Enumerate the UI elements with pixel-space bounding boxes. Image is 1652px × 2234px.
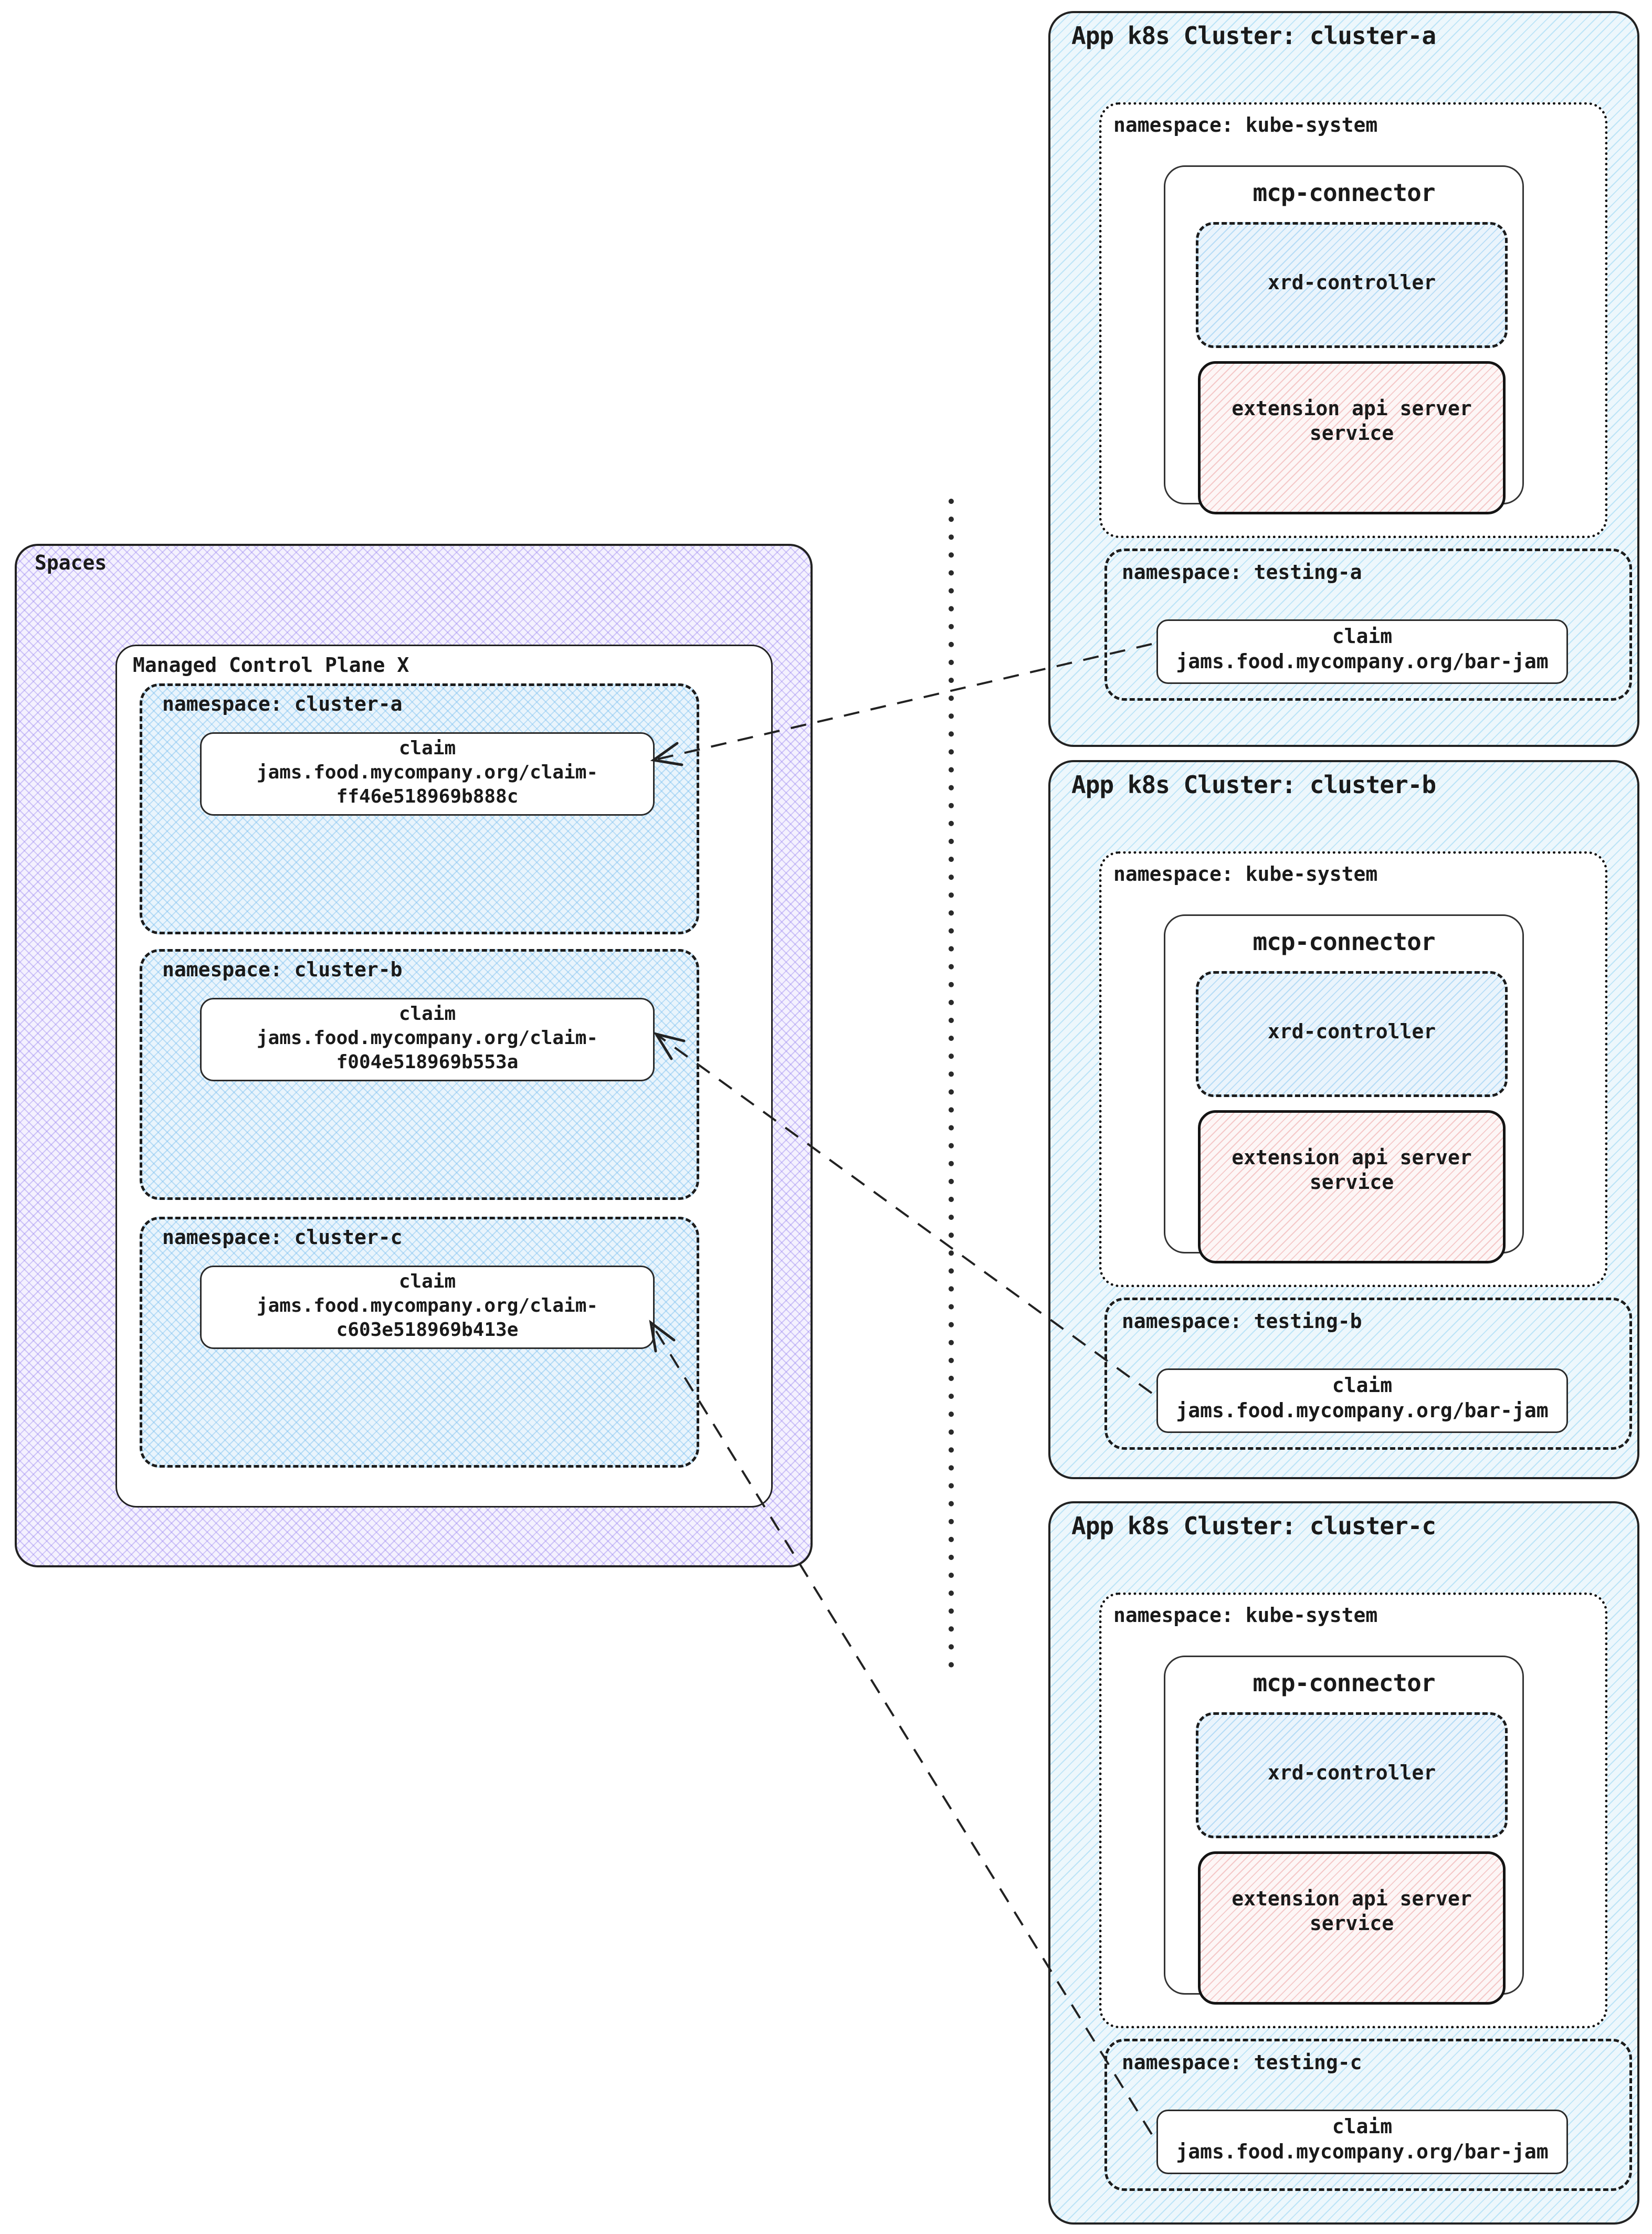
- kube-system-namespace-c: namespace: kube-system mcp-connector xrd…: [1099, 1593, 1607, 2028]
- xrd-controller-a: xrd-controller: [1196, 222, 1508, 348]
- app-cluster-a-title: App k8s Cluster: cluster-a: [1071, 22, 1436, 50]
- namespace-cluster-c-label: namespace: cluster-c: [162, 1226, 403, 1249]
- claim-id: f004e518969b553a: [336, 1051, 519, 1073]
- kube-system-namespace-b: namespace: kube-system mcp-connector xrd…: [1099, 851, 1607, 1287]
- app-cluster-c: App k8s Cluster: cluster-c namespace: ku…: [1048, 1501, 1639, 2225]
- claim-path: jams.food.mycompany.org/claim-: [256, 1027, 598, 1049]
- testing-c-label: namespace: testing-c: [1122, 2051, 1362, 2074]
- claim-title: claim: [1332, 2115, 1393, 2138]
- mcp-connector-label: mcp-connector: [1253, 1669, 1435, 1697]
- claim-title: claim: [398, 1003, 456, 1025]
- claim-title: claim: [1332, 1374, 1393, 1397]
- kube-system-label: namespace: kube-system: [1113, 113, 1378, 136]
- claim-id: ff46e518969b888c: [336, 786, 519, 807]
- mcp-connector-label: mcp-connector: [1253, 928, 1435, 956]
- mcp-connector-b: mcp-connector xrd-controller extension a…: [1164, 914, 1524, 1263]
- namespace-cluster-c: namespace: cluster-c claim jams.food.myc…: [140, 1217, 699, 1468]
- claim-id: c603e518969b413e: [336, 1319, 519, 1341]
- claim-title: claim: [1332, 625, 1393, 648]
- namespace-cluster-b-label: namespace: cluster-b: [162, 958, 403, 981]
- kube-system-label: namespace: kube-system: [1113, 1604, 1378, 1627]
- claim-title: claim: [398, 1271, 456, 1292]
- mcp-connector-a: mcp-connector xrd-controller extension a…: [1164, 165, 1524, 514]
- claim-path: jams.food.mycompany.org/bar-jam: [1176, 650, 1549, 673]
- ext-line2: service: [1309, 1171, 1394, 1194]
- ext-line1: extension api server: [1232, 1146, 1472, 1169]
- mcp-connector-c: mcp-connector xrd-controller extension a…: [1164, 1656, 1524, 2005]
- claim-title: claim: [398, 737, 456, 759]
- claim-box-bar-jam-a: claim jams.food.mycompany.org/bar-jam: [1156, 619, 1568, 684]
- claim-box-cluster-b: claim jams.food.mycompany.org/claim- f00…: [200, 998, 655, 1081]
- app-cluster-a: App k8s Cluster: cluster-a namespace: ku…: [1048, 11, 1639, 747]
- ext-line1: extension api server: [1232, 1887, 1472, 1910]
- ext-line2: service: [1309, 1912, 1394, 1935]
- claim-path: jams.food.mycompany.org/bar-jam: [1176, 2140, 1549, 2163]
- xrd-controller-b: xrd-controller: [1196, 971, 1508, 1097]
- app-cluster-b: App k8s Cluster: cluster-b namespace: ku…: [1048, 760, 1639, 1479]
- managed-control-plane-label: Managed Control Plane X: [133, 654, 409, 677]
- xrd-controller-c: xrd-controller: [1196, 1712, 1508, 1838]
- testing-b-label: namespace: testing-b: [1122, 1310, 1362, 1333]
- app-cluster-c-title: App k8s Cluster: cluster-c: [1071, 1512, 1436, 1540]
- testing-namespace-a: namespace: testing-a claim jams.food.myc…: [1104, 549, 1632, 701]
- app-cluster-b-title: App k8s Cluster: cluster-b: [1071, 771, 1436, 799]
- claim-box-cluster-a: claim jams.food.mycompany.org/claim- ff4…: [200, 732, 655, 816]
- mcp-connector-label: mcp-connector: [1253, 178, 1435, 207]
- spaces-label: Spaces: [35, 551, 107, 574]
- testing-a-label: namespace: testing-a: [1122, 561, 1362, 584]
- namespace-cluster-a-label: namespace: cluster-a: [162, 692, 403, 715]
- claim-path: jams.food.mycompany.org/bar-jam: [1176, 1399, 1549, 1422]
- ext-line2: service: [1309, 421, 1394, 445]
- extension-api-server-service-c: extension api server service: [1198, 1851, 1506, 2005]
- testing-namespace-b: namespace: testing-b claim jams.food.myc…: [1104, 1298, 1632, 1450]
- namespace-cluster-a: namespace: cluster-a claim jams.food.myc…: [140, 683, 699, 934]
- claim-box-bar-jam-b: claim jams.food.mycompany.org/bar-jam: [1156, 1368, 1568, 1433]
- kube-system-label: namespace: kube-system: [1113, 862, 1378, 886]
- extension-api-server-service-a: extension api server service: [1198, 361, 1506, 514]
- claim-box-cluster-c: claim jams.food.mycompany.org/claim- c60…: [200, 1266, 655, 1349]
- namespace-cluster-b: namespace: cluster-b claim jams.food.myc…: [140, 949, 699, 1200]
- ext-line1: extension api server: [1232, 397, 1472, 420]
- kube-system-namespace-a: namespace: kube-system mcp-connector xrd…: [1099, 102, 1607, 538]
- claim-path: jams.food.mycompany.org/claim-: [256, 1295, 598, 1316]
- claim-path: jams.food.mycompany.org/claim-: [256, 762, 598, 783]
- claim-box-bar-jam-c: claim jams.food.mycompany.org/bar-jam: [1156, 2110, 1568, 2174]
- testing-namespace-c: namespace: testing-c claim jams.food.myc…: [1104, 2039, 1632, 2191]
- extension-api-server-service-b: extension api server service: [1198, 1110, 1506, 1263]
